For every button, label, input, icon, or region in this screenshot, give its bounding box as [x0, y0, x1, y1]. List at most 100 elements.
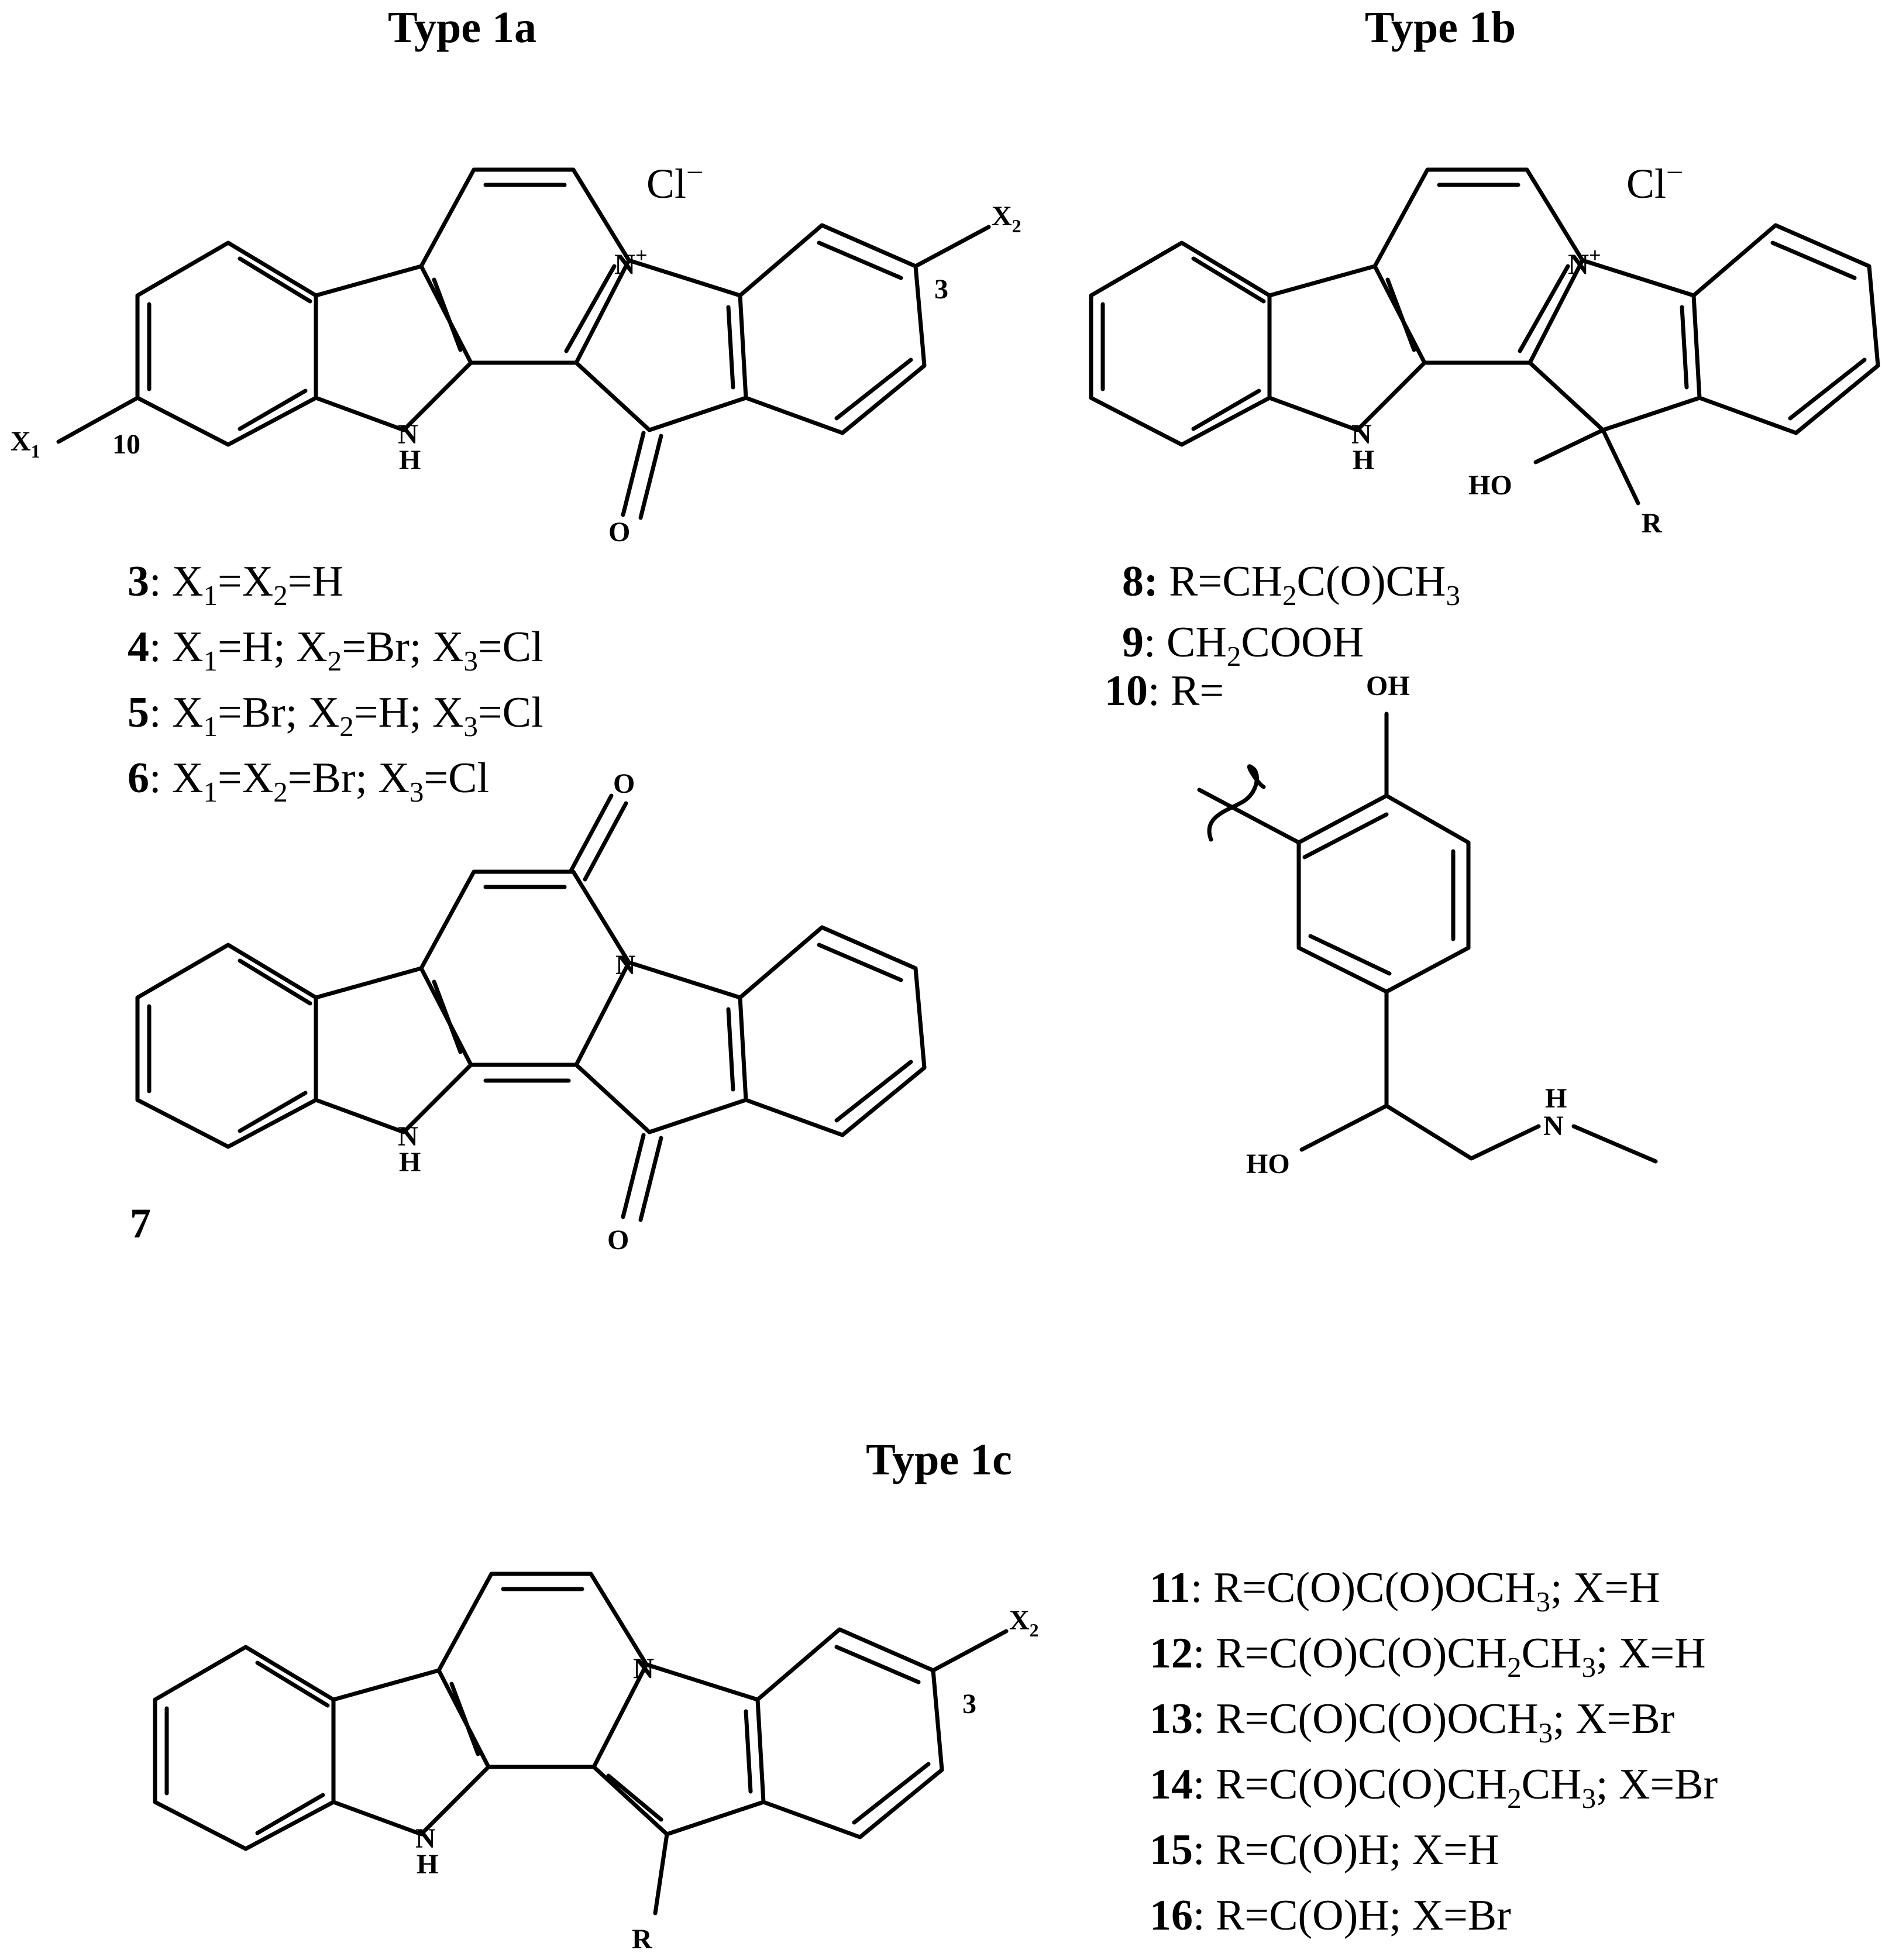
compound-line: 16: R=C(O)H; X=Br — [1150, 1892, 1511, 1940]
subscript: 3 — [1536, 1586, 1550, 1618]
nh-h-label-7: H — [399, 1147, 421, 1178]
compound-line: 15: R=C(O)H; X=H — [1150, 1826, 1499, 1874]
formula-text: =Cl — [478, 623, 543, 671]
structure-compound-7 — [135, 793, 927, 1222]
position-10-label-1a: 10 — [112, 429, 140, 460]
compound-number: 5 — [128, 689, 149, 737]
subscript: 1 — [204, 579, 218, 611]
ho-label-10: HO — [1246, 1149, 1290, 1180]
compound-number: 14 — [1150, 1760, 1193, 1808]
subscript: 3 — [463, 710, 478, 742]
r-label-1b: R — [1642, 508, 1663, 539]
chloride-label-1b: Cl− — [1626, 156, 1683, 207]
formula-text: C(O)CH — [1297, 558, 1446, 606]
x1-label-1a: X1 — [11, 426, 40, 462]
title-type-1a: Type 1a — [388, 3, 536, 52]
subscript: 2 — [1227, 640, 1241, 672]
n-plus-label-1b: N+ — [1568, 243, 1601, 280]
labels-type-1a: Cl− N+ N H O X2 3 X1 10 — [11, 156, 1021, 548]
compound-line: 8: R=CH2C(O)CH3 — [1122, 558, 1460, 611]
chloride-label-1a: Cl− — [646, 156, 703, 207]
subscript: 2 — [328, 645, 342, 677]
subscript: 2 — [339, 710, 354, 742]
oh-label-10: OH — [1366, 670, 1410, 702]
subscript: 3 — [1539, 1717, 1553, 1749]
compound-line: 4: X1=H; X2=Br; X3=Cl — [128, 623, 543, 677]
formula-text: ; X=H — [1550, 1564, 1660, 1612]
compound-number: 4 — [128, 623, 149, 671]
subscript: 3 — [463, 645, 478, 677]
labels-type-1c: N N H R X2 3 — [415, 1605, 1039, 1955]
formula-text: =Cl — [478, 689, 543, 737]
structure-type-1c — [153, 1572, 1009, 1916]
subscript: 2 — [1282, 579, 1297, 611]
title-type-1c: Type 1c — [866, 1435, 1012, 1484]
formula-text: : X — [149, 754, 204, 802]
nh-h-label-1c: H — [417, 1849, 438, 1880]
formula-text: =X — [218, 754, 273, 802]
compound-list-type-1a: 3: X1=X2=H4: X1=H; X2=Br; X3=Cl5: X1=Br;… — [128, 558, 543, 808]
compound-line: 3: X1=X2=H — [128, 558, 343, 611]
formula-text: =H; X — [218, 623, 328, 671]
formula-text: ; X=H — [1596, 1629, 1706, 1677]
formula-text: : R=C(O)C(O)OCH — [1193, 1695, 1539, 1743]
compound-number: 11 — [1150, 1564, 1191, 1612]
position-3-label-1a: 3 — [934, 274, 948, 305]
formula-text: COOH — [1241, 618, 1364, 666]
formula-text: =H — [288, 558, 343, 606]
labels-compound-10-substituent: OH HO N H — [1246, 670, 1567, 1180]
subscript: 2 — [1507, 1651, 1522, 1683]
compound-number: 12 — [1150, 1629, 1193, 1677]
formula-text: ; X=Br — [1596, 1760, 1718, 1808]
labels-type-1b: Cl− N+ N H HO R — [1351, 156, 1683, 539]
n-plus-label-1a: N+ — [614, 243, 648, 280]
compound-number: 13 — [1150, 1695, 1193, 1743]
formula-text: : R=C(O)H; X=Br — [1193, 1892, 1511, 1940]
nh-n-label-1c: N — [415, 1823, 436, 1854]
formula-text: =Br; X — [288, 754, 410, 802]
x2-label-1c: X2 — [1009, 1605, 1039, 1641]
formula-text: =Br; X — [342, 623, 463, 671]
formula-text: : X — [149, 623, 204, 671]
formula-text: =Br; X — [218, 689, 339, 737]
compound-line: 11: R=C(O)C(O)OCH3; X=H — [1150, 1564, 1660, 1618]
n-label-7: N — [615, 950, 636, 981]
subscript: 2 — [273, 579, 288, 611]
n-label-1c: N — [633, 1652, 654, 1684]
nh-h-label-1a: H — [399, 445, 421, 476]
r-label-1c: R — [632, 1924, 653, 1955]
compound-number: 8: — [1122, 558, 1158, 606]
nh-n-label-1b: N — [1351, 419, 1372, 450]
formula-text: : CH — [1144, 618, 1227, 666]
formula-text: : X — [149, 689, 204, 737]
title-type-1b: Type 1b — [1365, 3, 1516, 52]
structure-compound-10-substituent — [1197, 711, 1658, 1164]
formula-text: : R=C(O)H; X=H — [1193, 1826, 1499, 1874]
formula-text: : R= — [1148, 667, 1224, 715]
subscript: 3 — [410, 776, 424, 808]
x2-label-1a: X2 — [992, 201, 1021, 236]
compound-line: 9: CH2COOH — [1122, 618, 1364, 672]
subscript: 2 — [1507, 1782, 1522, 1814]
compound-number: 6 — [128, 754, 149, 802]
formula-text: ; X=Br — [1553, 1695, 1674, 1743]
compound-number: 10 — [1105, 667, 1148, 715]
formula-text: : R=C(O)C(O)CH — [1193, 1629, 1507, 1677]
compound-line: 14: R=C(O)C(O)CH2CH3; X=Br — [1150, 1760, 1718, 1814]
carbonyl-o-label-1a: O — [608, 517, 630, 548]
compound-number: 9 — [1122, 618, 1144, 666]
formula-text: =H; X — [354, 689, 464, 737]
formula-text: =Cl — [424, 754, 489, 802]
subscript: 3 — [1581, 1651, 1596, 1683]
subscript: 1 — [204, 645, 218, 677]
structure-type-1a — [56, 167, 991, 520]
formula-text: =X — [218, 558, 273, 606]
compound-line: 13: R=C(O)C(O)OCH3; X=Br — [1150, 1695, 1674, 1749]
nh-n-label-10: N — [1543, 1110, 1564, 1141]
compound-line: 5: X1=Br; X2=H; X3=Cl — [128, 689, 543, 742]
subscript: 1 — [204, 776, 218, 808]
compound-7-label: 7 — [130, 1200, 151, 1247]
compound-line: 6: X1=X2=Br; X3=Cl — [128, 754, 489, 808]
